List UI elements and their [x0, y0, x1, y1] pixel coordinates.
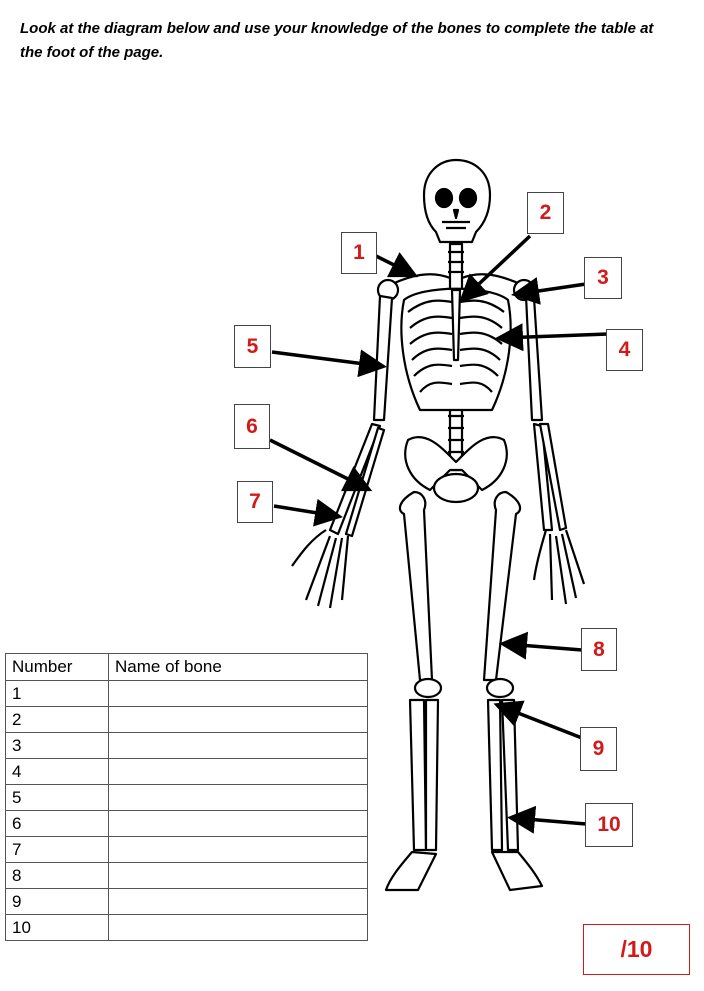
- bone-name-cell[interactable]: [108, 836, 368, 863]
- answer-table: Number Name of bone 1 2 3 4 5 6 7 8 9 10: [5, 653, 368, 941]
- table-row: 9: [5, 888, 368, 915]
- bone-name-cell[interactable]: [108, 680, 368, 707]
- table-row: 7: [5, 836, 368, 863]
- arrow-7: [273, 498, 343, 527]
- label-box-5: 5: [234, 325, 271, 368]
- label-box-6: 6: [234, 404, 270, 449]
- arrow-6: [269, 438, 373, 492]
- row-number: 2: [5, 706, 109, 733]
- bone-name-cell[interactable]: [108, 784, 368, 811]
- label-box-2: 2: [527, 192, 564, 234]
- label-box-8: 8: [581, 628, 617, 671]
- row-number: 9: [5, 888, 109, 915]
- row-number: 7: [5, 836, 109, 863]
- instructions-text: Look at the diagram below and use your k…: [20, 20, 654, 61]
- column-header-number: Number: [5, 653, 109, 681]
- table-row: 5: [5, 784, 368, 811]
- table-header-row: Number Name of bone: [5, 653, 368, 681]
- row-number: 3: [5, 732, 109, 759]
- arrow-4: [495, 323, 609, 352]
- table-row: 3: [5, 732, 368, 759]
- label-box-1: 1: [341, 232, 377, 274]
- bone-name-cell[interactable]: [108, 862, 368, 889]
- arrow-5: [271, 349, 387, 378]
- label-box-4: 4: [606, 329, 643, 371]
- score-box: /10: [583, 924, 690, 975]
- bone-name-cell[interactable]: [108, 810, 368, 837]
- label-box-9: 9: [580, 727, 617, 771]
- arrow-8: [499, 631, 583, 660]
- arrow-10: [507, 805, 587, 834]
- table-row: 10: [5, 914, 368, 941]
- row-number: 6: [5, 810, 109, 837]
- bone-name-cell[interactable]: [108, 758, 368, 785]
- arrow-3: [511, 277, 587, 305]
- row-number: 5: [5, 784, 109, 811]
- column-header-name-of-bone: Name of bone: [108, 653, 368, 681]
- bone-name-cell[interactable]: [108, 914, 368, 941]
- table-row: 8: [5, 862, 368, 889]
- table-row: 6: [5, 810, 368, 837]
- bone-name-cell[interactable]: [108, 888, 368, 915]
- row-number: 8: [5, 862, 109, 889]
- row-number: 10: [5, 914, 109, 941]
- label-box-10: 10: [585, 803, 633, 847]
- table-row: 2: [5, 706, 368, 733]
- row-number: 4: [5, 758, 109, 785]
- bone-name-cell[interactable]: [108, 706, 368, 733]
- pointer-arrows: [269, 234, 609, 834]
- bone-name-cell[interactable]: [108, 732, 368, 759]
- label-box-3: 3: [584, 257, 622, 299]
- table-row: 4: [5, 758, 368, 785]
- arrow-2: [458, 234, 532, 303]
- arrow-1: [375, 252, 419, 278]
- table-row: 1: [5, 680, 368, 707]
- arrow-9: [493, 700, 583, 740]
- row-number: 1: [5, 680, 109, 707]
- label-box-7: 7: [237, 481, 273, 523]
